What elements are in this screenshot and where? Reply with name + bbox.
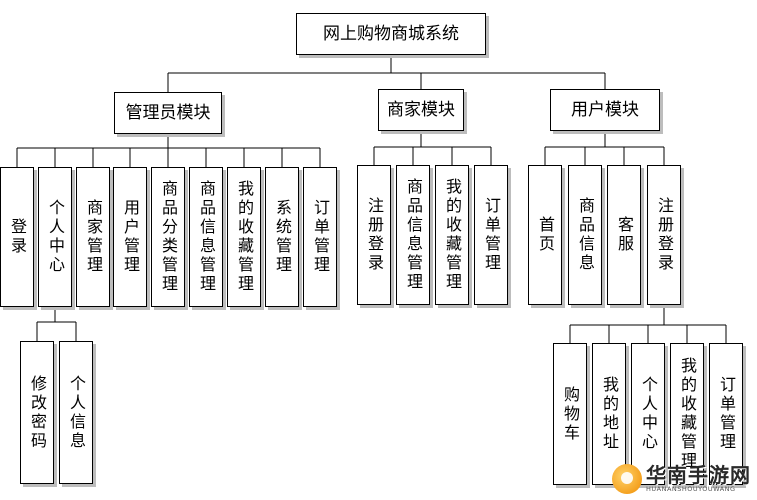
watermark-subtitle: HUANANSHOUYOUWANG bbox=[646, 484, 736, 493]
node-merchant-favorites-management: 我的收藏管理 bbox=[435, 165, 469, 305]
node-user-product-info: 商品信息 bbox=[568, 165, 602, 305]
watermark-text: 华南手游网 HUANANSHOUYOUWANG bbox=[646, 465, 751, 493]
node-admin-module: 管理员模块 bbox=[114, 92, 222, 134]
node-user-personal-center: 个人中心 bbox=[631, 343, 665, 485]
watermark-logo-icon bbox=[612, 464, 642, 494]
node-user-customer-service: 客服 bbox=[607, 165, 641, 305]
node-user-module: 用户模块 bbox=[550, 89, 660, 131]
watermark: 华南手游网 HUANANSHOUYOUWANG bbox=[612, 458, 757, 500]
node-merchant-product-management: 商品信息管理 bbox=[396, 165, 430, 305]
node-admin-personal-center: 个人中心 bbox=[38, 167, 72, 307]
node-admin-order-management: 订单管理 bbox=[303, 167, 337, 307]
node-merchant-register-login: 注册登录 bbox=[357, 165, 391, 305]
node-admin-personal-info: 个人信息 bbox=[59, 341, 93, 484]
node-admin-favorites-management: 我的收藏管理 bbox=[227, 167, 261, 307]
watermark-title: 华南手游网 bbox=[646, 462, 751, 487]
node-user-home: 首页 bbox=[528, 165, 562, 305]
node-admin-user-management: 用户管理 bbox=[113, 167, 147, 307]
node-admin-merchant-management: 商家管理 bbox=[76, 167, 110, 307]
node-root: 网上购物商城系统 bbox=[296, 13, 486, 55]
node-merchant-order-management: 订单管理 bbox=[474, 165, 508, 305]
node-user-register-login: 注册登录 bbox=[647, 165, 681, 305]
node-admin-system-management: 系统管理 bbox=[265, 167, 299, 307]
node-admin-product-management: 商品信息管理 bbox=[189, 167, 223, 307]
node-user-order-management: 订单管理 bbox=[709, 343, 743, 485]
node-user-cart: 购物车 bbox=[553, 343, 587, 485]
node-user-address: 我的地址 bbox=[592, 343, 626, 485]
node-admin-category-management: 商品分类管理 bbox=[151, 167, 185, 307]
node-merchant-module: 商家模块 bbox=[378, 89, 464, 131]
node-admin-change-password: 修改密码 bbox=[20, 341, 54, 484]
node-user-favorites-management: 我的收藏管理 bbox=[670, 343, 704, 485]
node-admin-login: 登录 bbox=[0, 167, 34, 307]
